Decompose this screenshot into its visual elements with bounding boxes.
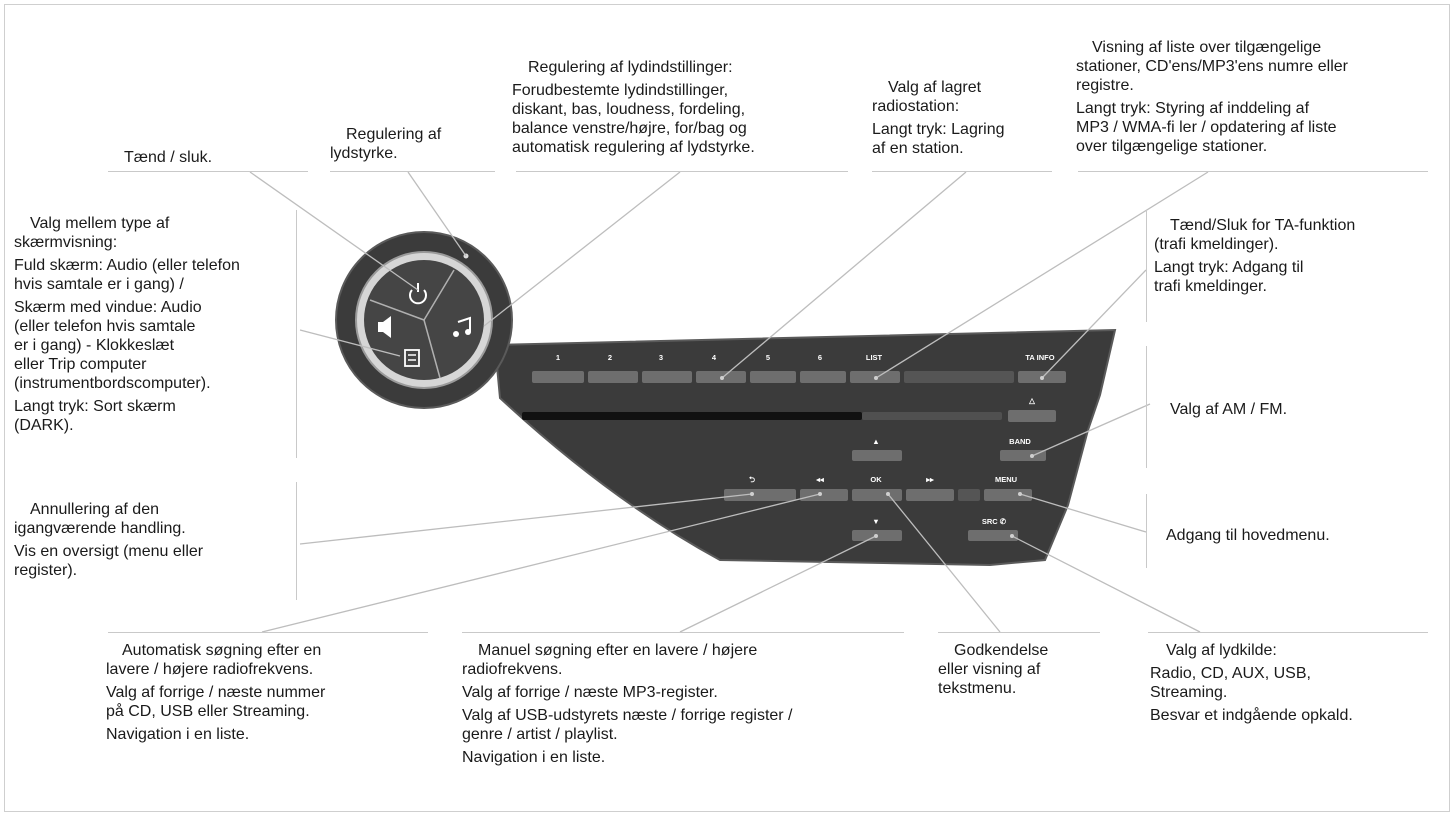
preset-button-1[interactable]: [532, 371, 584, 383]
power-icon[interactable]: [409, 283, 427, 305]
callout-list-line-1: Visning af liste over tilgængelige stati…: [1076, 39, 1349, 94]
rule-source: [1148, 632, 1428, 633]
callout-source: Valg af lydkilde: Radio, CD, AUX, USB, S…: [1150, 641, 1450, 729]
rule-volume: [330, 171, 495, 172]
preset-label-4: 4: [712, 353, 717, 362]
preset-button-2[interactable]: [588, 371, 638, 383]
list-label: LIST: [866, 353, 883, 362]
ta-info-label: TA INFO: [1025, 353, 1054, 362]
rule-preset: [872, 171, 1052, 172]
callout-ok: Godkendelse eller visning af tekstmenu.: [938, 641, 1108, 702]
band-button[interactable]: [1000, 450, 1046, 461]
callout-display-line-2: Fuld skærm: Audio (eller telefon hvis sa…: [14, 257, 240, 293]
callout-source-line-1: Valg af lydkilde:: [1166, 642, 1277, 659]
callout-ok-line: Godkendelse eller visning af tekstmenu.: [938, 642, 1049, 697]
rule-manual: [462, 632, 904, 633]
callout-cancel-line-2: Vis en oversigt (menu eller register).: [14, 543, 204, 579]
callout-audio: Regulering af lydindstillinger: Forudbes…: [512, 58, 852, 161]
ok-button[interactable]: [852, 489, 902, 501]
callout-source-line-2: Radio, CD, AUX, USB, Streaming.: [1150, 665, 1311, 701]
callout-menu: Adgang til hovedmenu.: [1150, 526, 1440, 549]
callout-autoseek-line-1: Automatisk søgning efter en lavere / høj…: [106, 642, 322, 678]
callout-audio-line-2: Forudbestemte lydindstillinger, diskant,…: [512, 82, 755, 156]
callout-autoseek: Automatisk søgning efter en lavere / høj…: [106, 641, 436, 748]
diagram-frame: [4, 4, 1450, 812]
callout-ta: Tænd/Sluk for TA-funktion (trafi kmeldin…: [1154, 216, 1444, 300]
back-icon: ⮌: [749, 475, 756, 484]
callout-manual-line-4: Navigation i en liste.: [462, 749, 606, 766]
callout-manual-line-3: Valg af USB-udstyrets næste / forrige re…: [462, 707, 793, 743]
ok-label: OK: [870, 475, 882, 484]
src-label: SRC ✆: [982, 517, 1007, 526]
rule-power: [108, 171, 308, 172]
callout-cancel: Annullering af den igangværende handling…: [14, 500, 294, 584]
preset-button-3[interactable]: [642, 371, 692, 383]
callout-volume-line: Regulering af lydstyrke.: [330, 126, 442, 162]
rule-ok: [938, 632, 1100, 633]
callout-preset: Valg af lagret radiostation: Langt tryk:…: [872, 78, 1062, 162]
callout-manual: Manuel søgning efter en lavere / højere …: [462, 641, 922, 771]
preset-label-5: 5: [766, 353, 770, 362]
preset-label-3: 3: [659, 353, 663, 362]
callout-power-line: Tænd / sluk.: [124, 149, 213, 166]
rule-ta: [1146, 210, 1147, 322]
callout-list-line-2: Langt tryk: Styring af inddeling af MP3 …: [1076, 100, 1337, 155]
preset-button-5[interactable]: [750, 371, 796, 383]
radio-faceplate: [493, 328, 1117, 567]
preset-button-6[interactable]: [800, 371, 846, 383]
callout-preset-line-2: Langt tryk: Lagring af en station.: [872, 121, 1005, 157]
callout-manual-line-2: Valg af forrige / næste MP3-register.: [462, 684, 718, 701]
preset-label-2: 2: [608, 353, 612, 362]
rule-list: [1078, 171, 1428, 172]
callout-autoseek-line-3: Navigation i en liste.: [106, 726, 250, 743]
eject-icon: △: [1028, 396, 1036, 405]
display-strip: [904, 371, 1014, 383]
speaker-icon[interactable]: [378, 316, 391, 338]
fast-forward-icon: ▸▸: [925, 475, 935, 484]
callout-menu-line: Adgang til hovedmenu.: [1166, 527, 1330, 544]
rewind-button[interactable]: [800, 489, 848, 501]
menu-label: MENU: [995, 475, 1017, 484]
down-arrow-icon: ▼: [872, 517, 879, 526]
callout-autoseek-line-2: Valg af forrige / næste nummer på CD, US…: [106, 684, 326, 720]
leader-lines: [249, 171, 1209, 633]
callout-cancel-line-1: Annullering af den igangværende handling…: [14, 501, 186, 537]
callout-preset-line-1: Valg af lagret radiostation:: [872, 79, 982, 115]
callout-manual-line-1: Manuel søgning efter en lavere / højere …: [462, 642, 758, 678]
fast-forward-button[interactable]: [906, 489, 954, 501]
callout-display-line-3: Skærm med vindue: Audio (eller telefon h…: [14, 299, 211, 392]
callout-source-line-3: Besvar et indgående opkald.: [1150, 707, 1353, 724]
rule-cancel: [296, 482, 297, 600]
back-button[interactable]: [724, 489, 796, 501]
up-button[interactable]: [852, 450, 902, 461]
src-button[interactable]: [968, 530, 1018, 541]
rule-display: [296, 210, 297, 458]
callout-volume: Regulering af lydstyrke.: [330, 125, 495, 167]
callout-display-line-1: Valg mellem type af skærmvisning:: [14, 215, 170, 251]
preset-label-6: 6: [818, 353, 822, 362]
eject-button[interactable]: [1008, 410, 1056, 422]
music-note-icon[interactable]: [453, 316, 471, 337]
callout-audio-line-1: Regulering af lydindstillinger:: [528, 59, 733, 76]
callout-ta-line-2: Langt tryk: Adgang til trafi kmeldinger.: [1154, 259, 1304, 295]
rule-autoseek: [108, 632, 428, 633]
callout-list: Visning af liste over tilgængelige stati…: [1076, 38, 1446, 160]
callout-band-line: Valg af AM / FM.: [1170, 401, 1288, 418]
band-label: BAND: [1009, 437, 1031, 446]
rule-audio: [516, 171, 848, 172]
callout-band: Valg af AM / FM.: [1154, 400, 1444, 423]
nav-spacer: [958, 489, 980, 501]
up-arrow-icon: ▲: [872, 437, 879, 446]
preset-label-1: 1: [556, 353, 560, 362]
callout-ta-line-1: Tænd/Sluk for TA-funktion (trafi kmeldin…: [1154, 217, 1356, 253]
rule-menu: [1146, 494, 1147, 568]
cd-slot: [522, 412, 862, 420]
callout-power: Tænd / sluk.: [108, 148, 298, 171]
display-mode-icon[interactable]: [404, 349, 420, 367]
rule-band: [1146, 346, 1147, 468]
callout-display-line-4: Langt tryk: Sort skærm (DARK).: [14, 398, 176, 434]
callout-display: Valg mellem type af skærmvisning: Fuld s…: [14, 214, 296, 439]
rewind-icon: ◂◂: [815, 475, 825, 484]
